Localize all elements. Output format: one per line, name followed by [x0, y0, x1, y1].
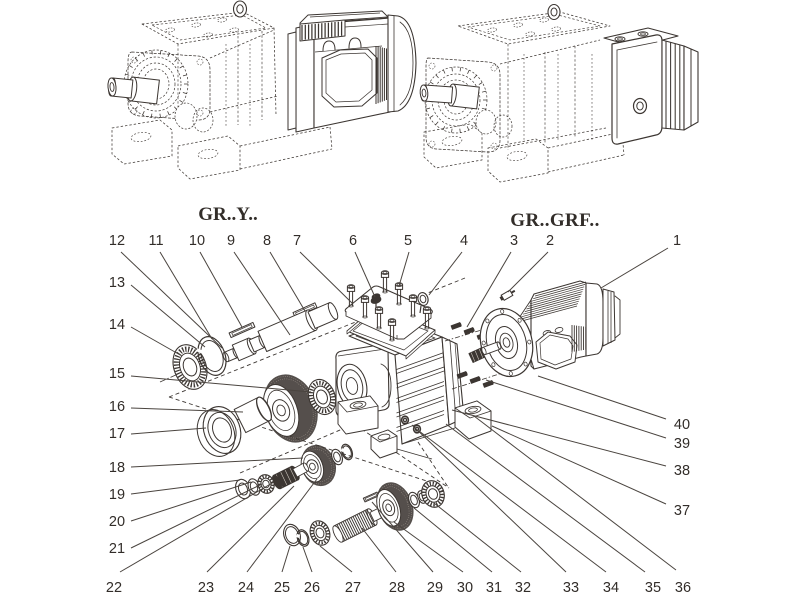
- svg-text:28: 28: [389, 580, 405, 596]
- svg-text:16: 16: [109, 399, 125, 415]
- svg-text:37: 37: [674, 503, 690, 519]
- svg-text:33: 33: [563, 580, 579, 596]
- svg-text:34: 34: [603, 580, 619, 596]
- svg-text:7: 7: [293, 233, 301, 249]
- svg-text:29: 29: [427, 580, 443, 596]
- svg-text:14: 14: [109, 317, 125, 333]
- svg-text:3: 3: [510, 233, 518, 249]
- svg-text:27: 27: [345, 580, 361, 596]
- svg-text:30: 30: [457, 580, 473, 596]
- svg-text:5: 5: [404, 233, 412, 249]
- svg-text:35: 35: [645, 580, 661, 596]
- svg-text:10: 10: [189, 233, 205, 249]
- svg-text:11: 11: [148, 233, 163, 249]
- svg-text:26: 26: [304, 580, 320, 596]
- svg-text:4: 4: [460, 233, 468, 249]
- svg-text:36: 36: [675, 580, 691, 596]
- svg-text:18: 18: [109, 460, 125, 476]
- svg-text:40: 40: [674, 417, 690, 433]
- svg-text:17: 17: [109, 426, 125, 442]
- svg-text:12: 12: [109, 233, 125, 249]
- svg-text:24: 24: [238, 580, 254, 596]
- svg-text:21: 21: [109, 541, 125, 557]
- svg-text:9: 9: [227, 233, 235, 249]
- svg-text:19: 19: [109, 487, 125, 503]
- svg-text:32: 32: [515, 580, 531, 596]
- svg-text:39: 39: [674, 436, 690, 452]
- svg-text:GR..Y..: GR..Y..: [198, 204, 257, 225]
- svg-text:GR..GRF..: GR..GRF..: [510, 210, 599, 231]
- svg-text:23: 23: [198, 580, 214, 596]
- svg-text:6: 6: [349, 233, 357, 249]
- svg-text:13: 13: [109, 275, 125, 291]
- svg-text:15: 15: [109, 366, 125, 382]
- svg-text:8: 8: [263, 233, 271, 249]
- svg-text:22: 22: [106, 580, 122, 596]
- svg-text:25: 25: [274, 580, 290, 596]
- svg-text:31: 31: [486, 580, 502, 596]
- svg-text:20: 20: [109, 514, 125, 530]
- svg-text:38: 38: [674, 463, 690, 479]
- svg-text:2: 2: [546, 233, 554, 249]
- svg-text:1: 1: [673, 233, 681, 249]
